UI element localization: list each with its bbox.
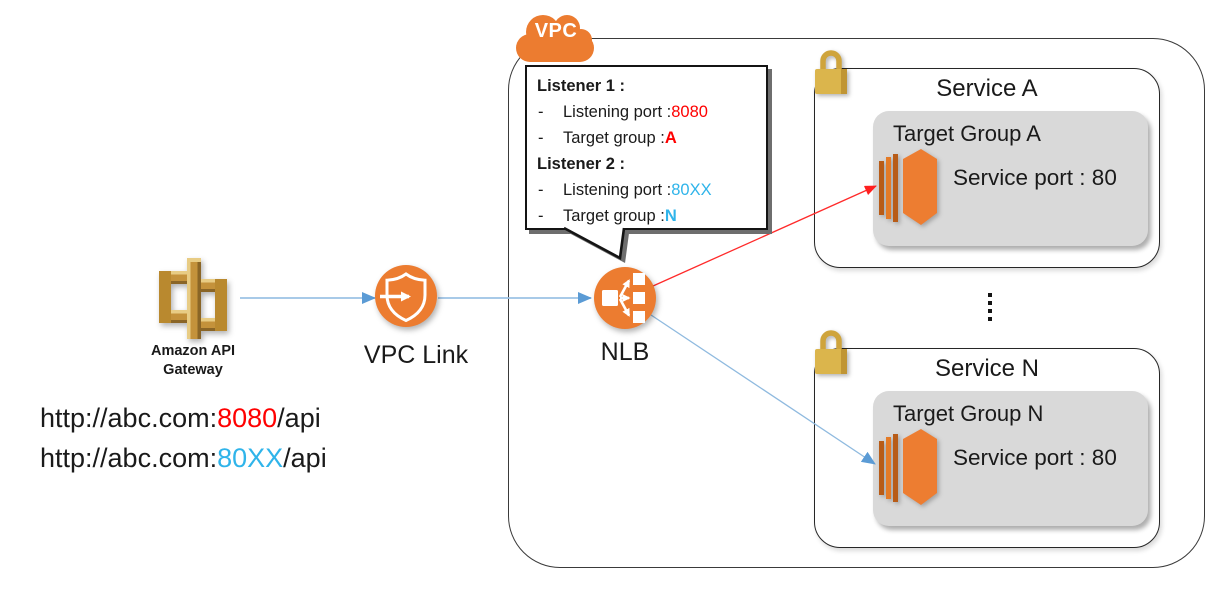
listener-1-target-value: A xyxy=(664,128,677,147)
bullet: - xyxy=(538,102,544,121)
target-group-box: Target Group N Service port : 80 xyxy=(873,391,1148,526)
url-2-prefix: http://abc.com: xyxy=(40,443,218,473)
listener-2-target-label: Target group : xyxy=(563,206,665,225)
target-group-label: Target Group N xyxy=(893,401,1044,426)
lock-icon xyxy=(815,50,847,94)
listener-2-title: Listener 2 : xyxy=(537,154,626,173)
arrow-nlb-to-service-a xyxy=(652,185,877,287)
api-gateway-icon xyxy=(159,258,227,339)
lock-icon xyxy=(815,330,847,374)
url-2-suffix: /api xyxy=(283,443,327,473)
service-title: Service A xyxy=(936,75,1038,102)
shield-icon xyxy=(385,272,427,323)
service-title: Service N xyxy=(934,355,1040,382)
vpc-cloud-label: VPC xyxy=(534,20,578,42)
url-1-suffix: /api xyxy=(277,403,321,433)
api-gateway-label-line1: Amazon API xyxy=(150,343,236,359)
listener-2-port-row: - Listening port : 80XX xyxy=(535,177,758,203)
target-group-box: Target Group A Service port : 80 xyxy=(873,111,1148,246)
listener-1-port-value: 8080 xyxy=(671,102,708,121)
api-gateway-label: Amazon API Gateway xyxy=(118,342,268,380)
bullet: - xyxy=(538,206,544,225)
vpc-boundary xyxy=(508,38,1205,568)
api-gateway-glyph xyxy=(159,258,227,339)
listener-1-target-row: - Target group : A xyxy=(535,125,758,151)
listener-1-port-row: - Listening port : 8080 xyxy=(535,99,758,125)
listener-2-port-label: Listening port : xyxy=(563,180,672,199)
url-line-1: http://abc.com:8080/api xyxy=(40,398,327,438)
service-a-panel: Service A Target Group A Service port : … xyxy=(814,50,1160,268)
vpc-link-label: VPC Link xyxy=(363,341,469,369)
url-line-2: http://abc.com:80XX/api xyxy=(40,438,327,478)
listeners-callout: Listener 1 : - Listening port : 8080 - T… xyxy=(525,65,768,230)
listener-1-title: Listener 1 : xyxy=(537,76,626,95)
url-1-prefix: http://abc.com: xyxy=(40,403,218,433)
listener-1-port-label: Listening port : xyxy=(563,102,672,121)
ecs-service-icon xyxy=(879,429,937,505)
service-n-panel: Service N Target Group N Service port : … xyxy=(814,330,1160,548)
vpc-link-icon xyxy=(375,265,437,327)
listener-2-port-value: 80XX xyxy=(671,180,712,199)
nlb-icon xyxy=(594,267,656,329)
listener-2-target-value: N xyxy=(664,206,677,225)
bullet: - xyxy=(538,180,544,199)
listener-1-target-label: Target group : xyxy=(563,128,665,147)
cloud-shape xyxy=(516,15,594,62)
vpc-cloud-icon xyxy=(516,15,594,62)
bullet: - xyxy=(538,128,544,147)
callout-tail xyxy=(563,226,626,261)
listener-2-target-row: - Target group : N xyxy=(535,203,758,229)
api-gateway-label-line2: Gateway xyxy=(163,362,223,378)
url-1-port: 8080 xyxy=(217,403,278,433)
ecs-service-icon xyxy=(879,149,937,225)
load-balancer-glyph xyxy=(602,273,645,323)
service-port-label: Service port : 80 xyxy=(953,445,1117,470)
service-port-label: Service port : 80 xyxy=(953,165,1117,190)
arrow-nlb-to-service-n xyxy=(650,314,876,465)
url-examples: http://abc.com:8080/api http://abc.com:8… xyxy=(40,398,327,478)
url-2-port: 80XX xyxy=(217,443,284,473)
nlb-label: NLB xyxy=(600,338,650,366)
vertical-ellipsis xyxy=(988,293,992,321)
target-group-label: Target Group A xyxy=(893,121,1041,146)
